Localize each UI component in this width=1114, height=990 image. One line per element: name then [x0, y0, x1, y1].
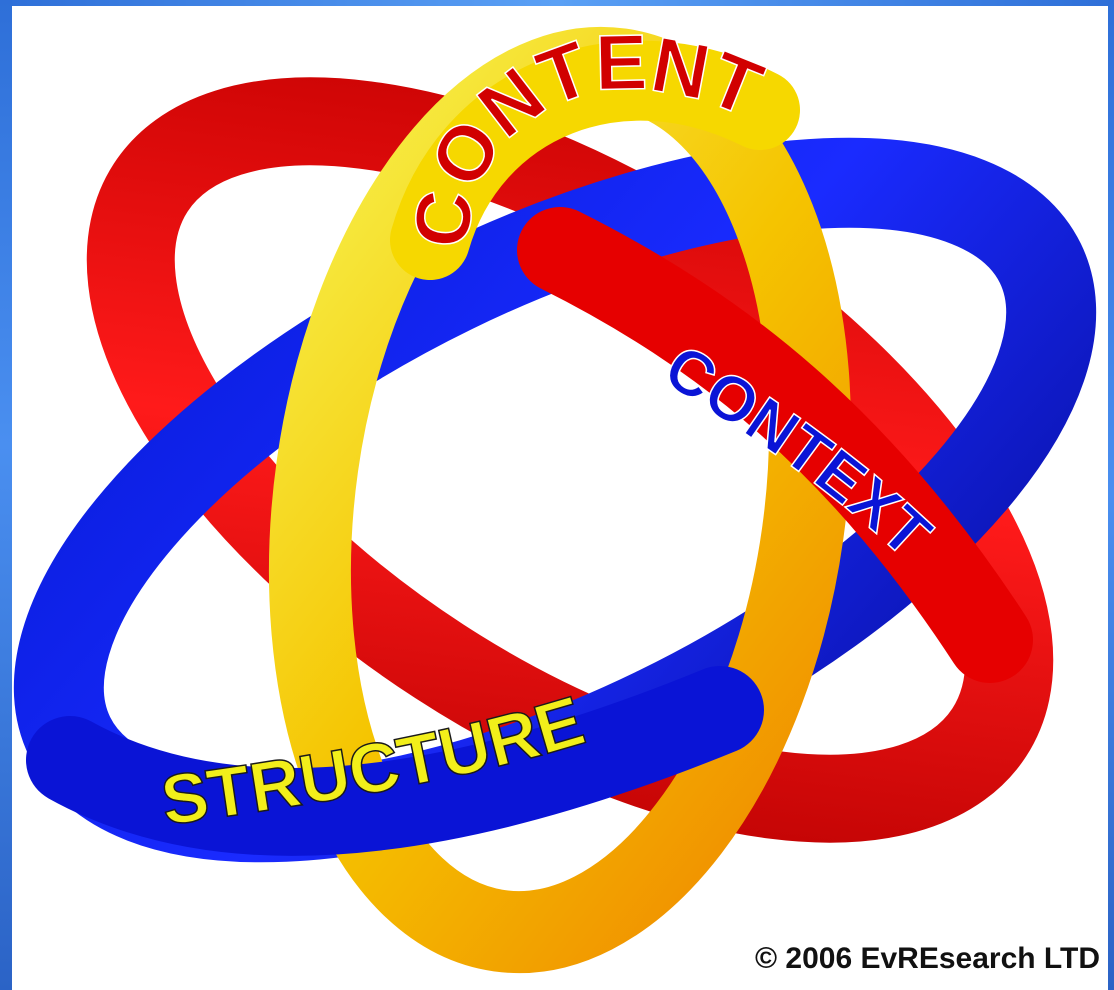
yellow-ring-front-segment	[390, 40, 800, 280]
copyright-notice: © 2006 EvREsearch LTD	[754, 942, 1100, 975]
red-ring-front-segment	[517, 207, 1033, 683]
blue-frame-left	[0, 0, 12, 990]
blue-frame-right	[1108, 0, 1114, 990]
blue-frame-top	[0, 0, 1114, 6]
red-ring	[86, 77, 1054, 843]
blue-ring-front-segment	[26, 666, 764, 856]
